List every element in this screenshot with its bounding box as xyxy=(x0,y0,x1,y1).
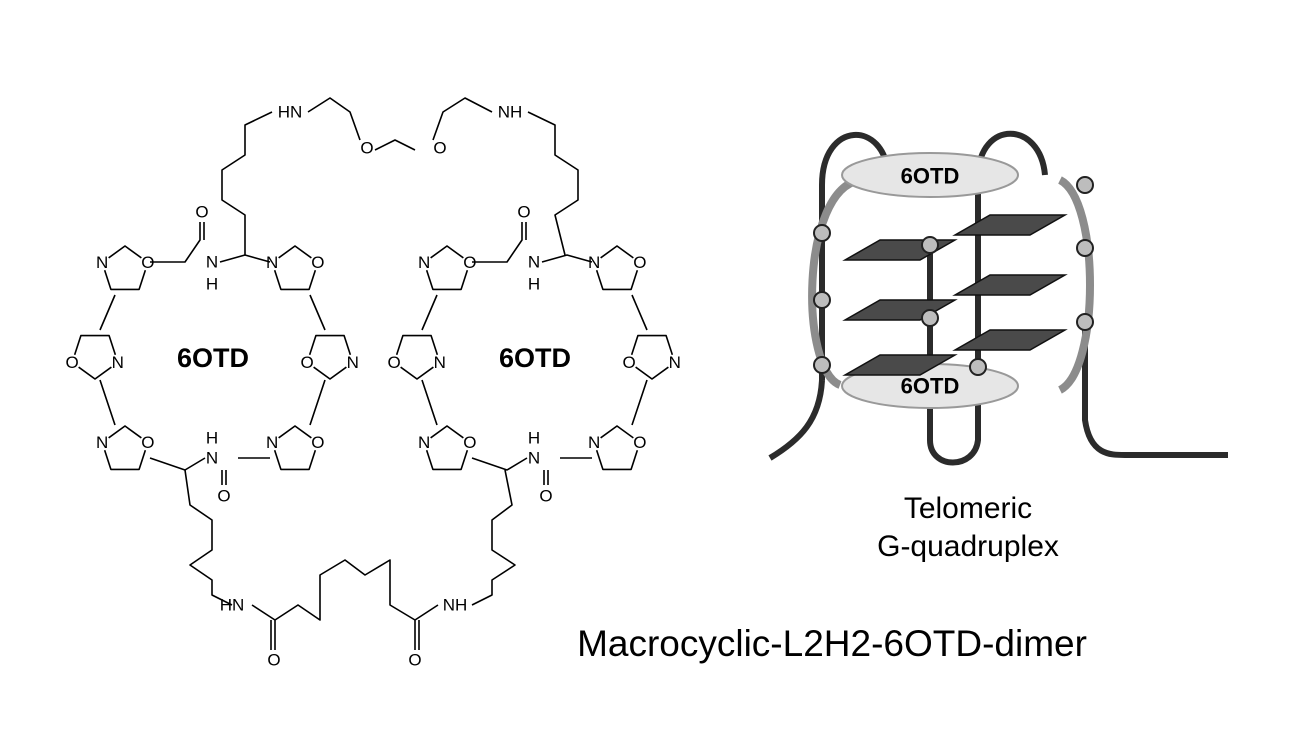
nitrogen-atom: N xyxy=(669,353,681,372)
guanine-bead xyxy=(813,291,831,309)
oxygen-atom: O xyxy=(633,433,646,452)
ring-connections xyxy=(421,222,648,485)
guanine-bead xyxy=(1076,239,1094,257)
oxygen-atom: O xyxy=(66,353,79,372)
oxygen-atom: O xyxy=(311,253,324,272)
nitrogen-atom: N xyxy=(96,253,108,272)
ether-oxygen: O xyxy=(433,139,446,158)
nitrogen-atom: N xyxy=(347,353,359,372)
oxygen-atom: O xyxy=(141,433,154,452)
guanine-bead xyxy=(813,224,831,242)
amide-nitrogen: N xyxy=(528,449,540,468)
oxygen-atom: O xyxy=(633,253,646,272)
nitrogen-atom: N xyxy=(418,253,430,272)
carbonyl-oxygen: O xyxy=(408,651,421,670)
top-linker-bonds xyxy=(221,97,579,256)
nitrogen-atom: N xyxy=(112,353,124,372)
amide-hn: HN xyxy=(220,596,245,615)
compound-title: Macrocyclic-L2H2-6OTD-dimer xyxy=(577,623,1087,664)
guanine-bead xyxy=(969,358,987,376)
oxygen-atom: O xyxy=(623,353,636,372)
ligand-disc-top xyxy=(841,152,1019,198)
ether-oxygen: O xyxy=(360,139,373,158)
caption-telomeric: Telomeric xyxy=(904,492,1032,525)
nitrogen-atom: N xyxy=(588,433,600,452)
amide-hydrogen: H xyxy=(528,275,540,294)
g-quartet-plate xyxy=(842,354,958,376)
carbonyl-oxygen: O xyxy=(195,203,208,222)
guanine-bead xyxy=(921,309,939,327)
carbonyl-oxygen: O xyxy=(517,203,530,222)
nitrogen-atom: N xyxy=(266,253,278,272)
amide-hydrogen: H xyxy=(206,429,218,448)
oxygen-atom: O xyxy=(141,253,154,272)
dna-strand-right-tail xyxy=(1082,325,1228,458)
amide-nitrogen: N xyxy=(206,449,218,468)
amide-nitrogen: N xyxy=(528,253,540,272)
g-quartet-plate xyxy=(952,329,1068,351)
oxygen-atom: O xyxy=(388,353,401,372)
ring-connections xyxy=(99,222,326,485)
carbonyl-oxygen: O xyxy=(267,651,280,670)
amide-hydrogen: H xyxy=(528,429,540,448)
nitrogen-atom: N xyxy=(96,433,108,452)
bottom-6otd-label: 6OTD xyxy=(901,374,960,399)
guanine-bead xyxy=(1076,176,1094,194)
oxygen-atom: O xyxy=(301,353,314,372)
g-quartet-plate xyxy=(952,274,1068,296)
carbonyl-oxygen: O xyxy=(217,487,230,506)
amide-nh: NH xyxy=(443,596,468,615)
bottom-linker-bonds xyxy=(184,469,516,650)
dna-strand-left-tail xyxy=(768,379,825,461)
nitrogen-atom: N xyxy=(266,433,278,452)
amide-hydrogen: H xyxy=(206,275,218,294)
top-6otd-label: 6OTD xyxy=(901,164,960,189)
guanine-bead xyxy=(1076,313,1094,331)
amine-hn: HN xyxy=(278,103,303,122)
nitrogen-atom: N xyxy=(588,253,600,272)
g-quadruplex-schematic: 6OTD 6OTD Telomeric G-quadruplex xyxy=(768,130,1228,563)
guanine-bead xyxy=(921,236,939,254)
amine-nh: NH xyxy=(498,103,523,122)
amide-nitrogen: N xyxy=(206,253,218,272)
oxygen-atom: O xyxy=(311,433,324,452)
oxygen-atom: O xyxy=(463,433,476,452)
nitrogen-atom: N xyxy=(418,433,430,452)
macrocycle-6otd-label: 6OTD xyxy=(499,343,571,373)
oxygen-atom: O xyxy=(463,253,476,272)
carbonyl-oxygen: O xyxy=(539,487,552,506)
dna-loop-gray-right xyxy=(1057,176,1094,394)
caption-g-quadruplex: G-quadruplex xyxy=(877,530,1059,563)
macrocycle-6otd-label: 6OTD xyxy=(177,343,249,373)
nitrogen-atom: N xyxy=(434,353,446,372)
g-quartet-plate xyxy=(952,214,1068,236)
guanine-bead xyxy=(813,356,831,374)
